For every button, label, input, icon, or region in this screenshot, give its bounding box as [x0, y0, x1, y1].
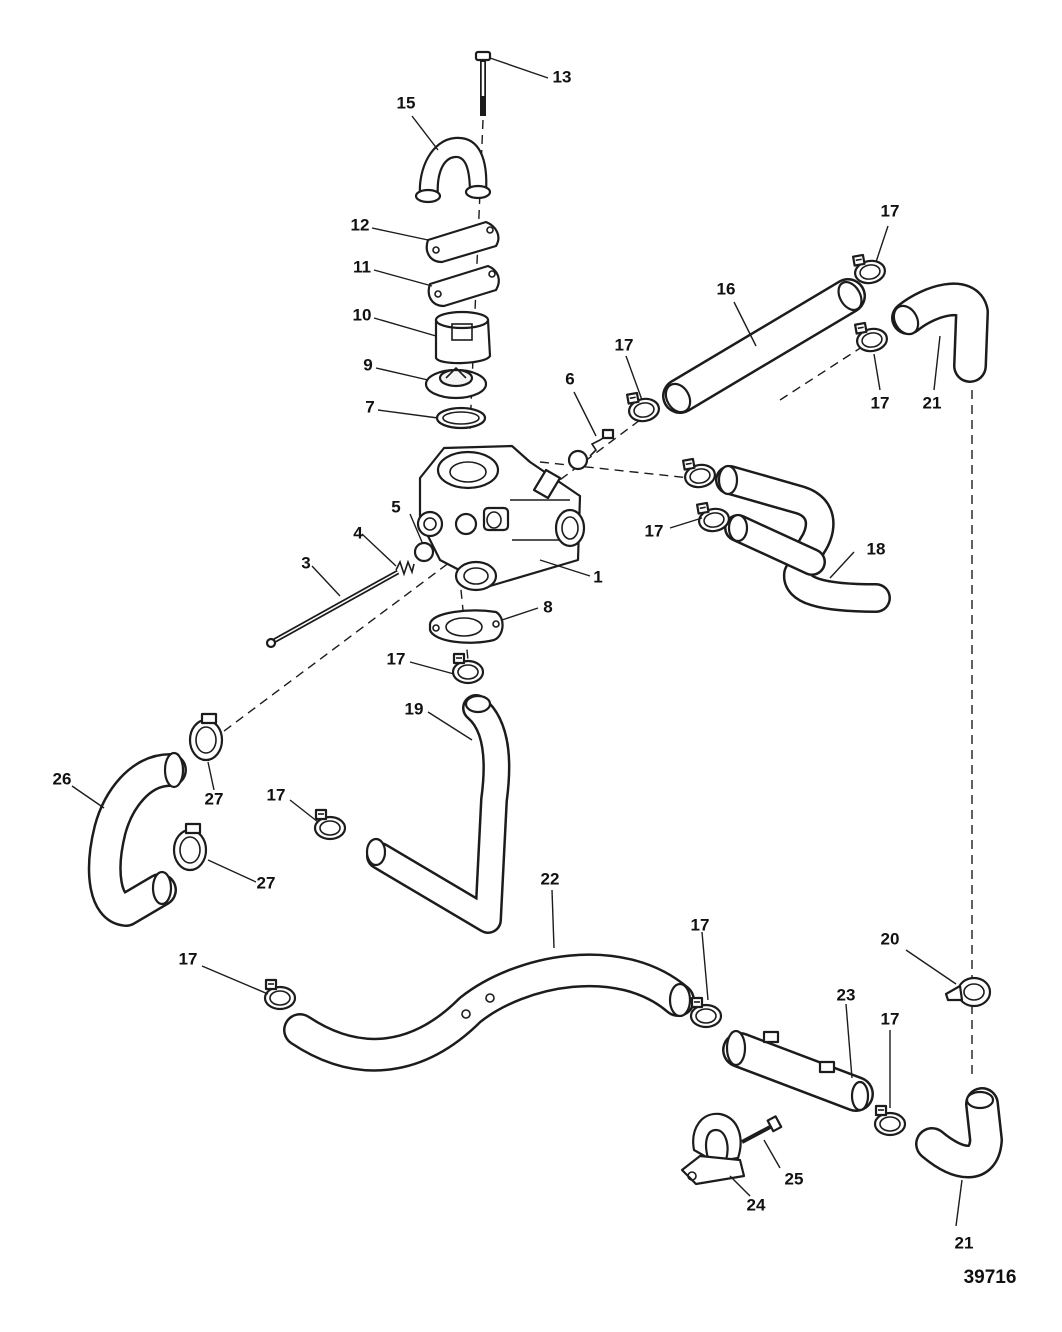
- check-spring: [395, 559, 415, 577]
- thermostat-cover-plate: [425, 220, 500, 264]
- hose-clamps: [172, 250, 907, 1137]
- callout-21-lower: 21: [955, 1233, 974, 1252]
- long-return-hose: [283, 953, 695, 1072]
- callout-17-lower-left: 17: [179, 949, 198, 968]
- hose-mounting-bracket: [680, 1112, 746, 1186]
- formed-water-hose: [365, 694, 511, 934]
- upper-elbow-hose: [891, 282, 989, 383]
- hose-p-clip: [944, 976, 992, 1008]
- callout-12: 12: [351, 215, 370, 234]
- clamp-17-upper-right: [851, 250, 888, 287]
- thermostat-housing: [416, 444, 586, 592]
- thermostat: [424, 366, 488, 400]
- drain-rod: [265, 569, 400, 649]
- clamp-17-hose-end: [625, 388, 662, 425]
- clamp-17-lower-middle: [689, 996, 723, 1029]
- callout-17-housing-bottom: 17: [387, 649, 406, 668]
- callout-25: 25: [785, 1169, 804, 1188]
- check-ball: [413, 541, 435, 563]
- callout-19: 19: [405, 699, 424, 718]
- thermostat-housing-bolt: [474, 50, 492, 116]
- callout-26: 26: [53, 769, 72, 788]
- bypass-hose: [662, 278, 866, 414]
- callout-27-lower: 27: [257, 873, 276, 892]
- callout-11: 11: [353, 257, 371, 276]
- callout-4: 4: [353, 523, 363, 542]
- callout-6: 6: [565, 369, 574, 388]
- callout-10: 10: [353, 305, 372, 324]
- callout-numbers: 13 15 12 11 10 9 7 17 16 17 21 17 6 5 4 …: [53, 67, 1017, 1288]
- callout-17-hose-end: 17: [615, 335, 634, 354]
- callout-8: 8: [543, 597, 552, 616]
- callout-9: 9: [363, 355, 372, 374]
- callout-22: 22: [541, 869, 560, 888]
- thermostat-seal-ring: [435, 406, 487, 430]
- thermostat-sleeve: [434, 310, 492, 365]
- clamp-17-formed-hose: [313, 808, 347, 841]
- clamp-27-upper: [188, 712, 224, 762]
- lower-elbow-hose: [915, 1087, 1003, 1179]
- clamp-17-crossover-top: [681, 454, 718, 491]
- callout-20: 20: [881, 929, 900, 948]
- bracket-screw: [741, 1115, 783, 1144]
- callout-27-upper: 27: [205, 789, 224, 808]
- callout-leader-lines: [71, 57, 963, 1227]
- figure-number: 39716: [964, 1267, 1017, 1288]
- callout-17-formed-hose: 17: [267, 785, 286, 804]
- callout-7: 7: [365, 397, 374, 416]
- lifting-bracket: [414, 136, 492, 204]
- clamp-17-right: [853, 318, 890, 355]
- callout-15: 15: [397, 93, 416, 112]
- callout-17-lower-middle: 17: [691, 915, 710, 934]
- callout-17-lower-right: 17: [881, 1009, 900, 1028]
- callout-13: 13: [553, 67, 572, 86]
- callout-23: 23: [837, 985, 856, 1004]
- callout-21-upper: 21: [923, 393, 942, 412]
- s-curve-hose: [87, 751, 187, 927]
- housing-base-gasket: [428, 609, 504, 644]
- formed-crossover-hose: [715, 464, 891, 613]
- callout-5: 5: [391, 497, 400, 516]
- callout-1: 1: [593, 567, 602, 586]
- clamp-17-lower-left: [263, 978, 297, 1011]
- clamp-17-lower-right: [873, 1104, 907, 1137]
- callout-17-upper-right: 17: [881, 201, 900, 220]
- pipe-plug-and-spring: [567, 428, 615, 471]
- callout-16: 16: [717, 279, 736, 298]
- callout-18: 18: [867, 539, 886, 558]
- callout-24: 24: [747, 1195, 766, 1214]
- water-fitting-tube: [722, 1029, 874, 1112]
- callout-3: 3: [301, 553, 310, 572]
- thermostat-cover-gasket: [427, 264, 500, 308]
- clamp-27-lower: [172, 822, 208, 872]
- callout-17-right: 17: [871, 393, 890, 412]
- callout-17-crossover: 17: [645, 521, 664, 540]
